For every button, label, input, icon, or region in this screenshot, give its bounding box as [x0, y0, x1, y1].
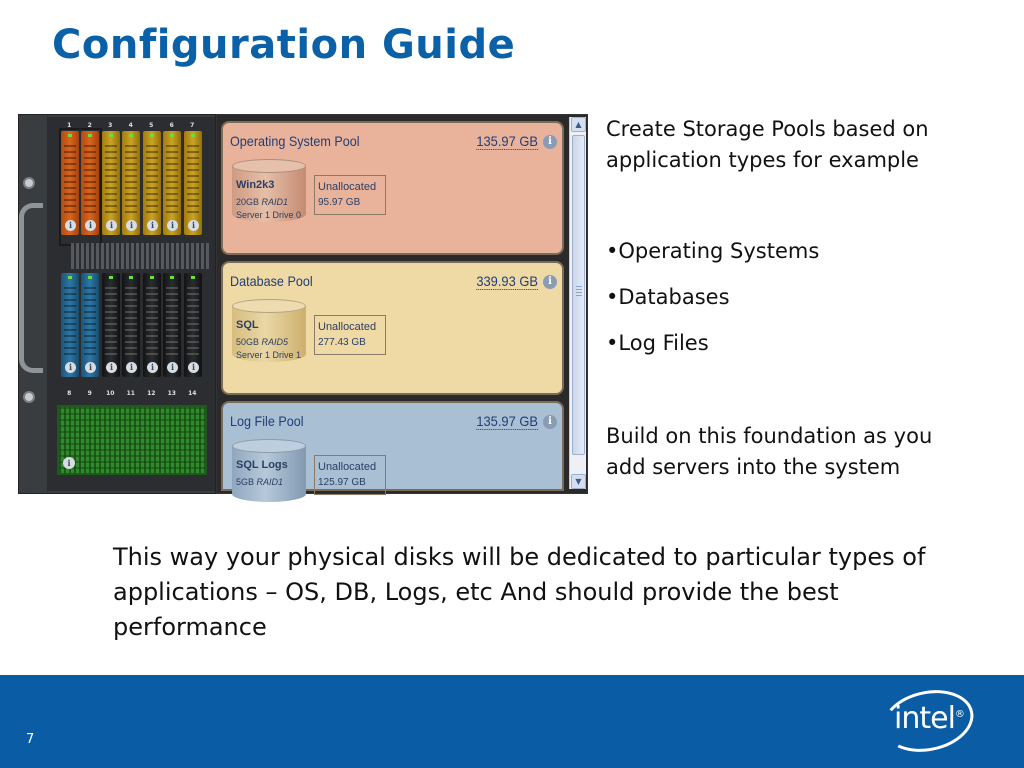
drive-bay-13[interactable]: i [163, 273, 181, 377]
unallocated-box[interactable]: Unallocated 125.97 GB [314, 455, 386, 495]
footer-bar: 7 intel® [0, 675, 1024, 768]
bullet-item: •Databases [606, 285, 730, 309]
volume-size-raid: 5GB RAID1 [236, 477, 284, 487]
volume-name: Win2k3 [236, 179, 275, 191]
drive-bay-3[interactable]: i [102, 131, 120, 235]
pool-card-database[interactable]: Database Pool 339.93 GB i SQL 50GB RAID5… [221, 261, 564, 395]
unallocated-box[interactable]: Unallocated 277.43 GB [314, 315, 386, 355]
drive-bay-8[interactable]: i [61, 273, 79, 377]
pool-size-link[interactable]: 135.97 GB [476, 133, 538, 150]
volume-cylinder[interactable]: SQL Logs 5GB RAID1 [232, 439, 306, 507]
bullet-item: •Operating Systems [606, 239, 820, 263]
bullet-item: •Log Files [606, 331, 709, 355]
volume-cylinder[interactable]: SQL 50GB RAID5 Server 1 Drive 1 [232, 299, 306, 367]
volume-name: SQL Logs [236, 459, 288, 471]
pool-card-log[interactable]: Log File Pool 135.97 GB i SQL Logs 5GB R… [221, 401, 564, 502]
drive-bay-9[interactable]: i [81, 273, 99, 377]
drive-bay-12[interactable]: i [143, 273, 161, 377]
intro-line-1: Create Storage Pools based on [606, 117, 929, 141]
drive-bay-4[interactable]: i [122, 131, 140, 235]
info-icon[interactable]: i [543, 275, 557, 289]
storage-pools-panel: Operating System Pool 135.97 GB i Win2k3… [216, 114, 588, 502]
pool-card-os[interactable]: Operating System Pool 135.97 GB i Win2k3… [221, 121, 564, 255]
outro-line-2: add servers into the system [606, 455, 901, 479]
volume-size-raid: 20GB RAID1 [236, 197, 289, 207]
expansion-module[interactable]: i [57, 405, 207, 475]
info-icon[interactable]: i [63, 457, 75, 469]
volume-cylinder[interactable]: Win2k3 20GB RAID1 Server 1 Drive 0 [232, 159, 306, 227]
vent-grille [71, 243, 211, 269]
scroll-up-button[interactable]: ▲ [571, 117, 586, 132]
intro-line-2: application types for example [606, 148, 919, 172]
volume-size-raid: 50GB RAID5 [236, 337, 289, 347]
summary-paragraph: This way your physical disks will be ded… [113, 543, 926, 641]
info-icon[interactable]: i [543, 415, 557, 429]
screw-icon [23, 177, 35, 189]
drive-bay-2[interactable]: i [81, 131, 99, 235]
info-icon[interactable]: i [543, 135, 557, 149]
pool-size-link[interactable]: 339.93 GB [476, 273, 538, 290]
pool-name: Operating System Pool [230, 133, 360, 149]
unallocated-box[interactable]: Unallocated 95.97 GB [314, 175, 386, 215]
drive-bay-10[interactable]: i [102, 273, 120, 377]
chassis-handle [19, 203, 43, 373]
scroll-down-button[interactable]: ▼ [571, 474, 586, 489]
pool-name: Database Pool [230, 273, 313, 289]
vertical-scrollbar[interactable]: ▲ ▼ [569, 117, 586, 489]
drive-bay-14[interactable]: i [184, 273, 202, 377]
drive-bay-1[interactable]: i [61, 131, 79, 235]
drive-bay-5[interactable]: i [143, 131, 161, 235]
drive-bay-7[interactable]: i [184, 131, 202, 235]
pool-name: Log File Pool [230, 413, 304, 429]
outro-line-1: Build on this foundation as you [606, 424, 933, 448]
volume-location: Server 1 Drive 0 [236, 210, 302, 220]
volume-name: SQL [236, 319, 259, 331]
slide-title: Configuration Guide [52, 22, 516, 68]
page-number: 7 [26, 732, 35, 747]
screw-icon [23, 391, 35, 403]
drive-bay-6[interactable]: i [163, 131, 181, 235]
volume-location: Server 1 Drive 1 [236, 350, 302, 360]
pool-size-link[interactable]: 135.97 GB [476, 413, 538, 430]
drive-bay-11[interactable]: i [122, 273, 140, 377]
scroll-thumb[interactable] [572, 135, 585, 455]
intel-logo: intel® [876, 682, 980, 760]
selected-drives-highlight [59, 128, 102, 246]
